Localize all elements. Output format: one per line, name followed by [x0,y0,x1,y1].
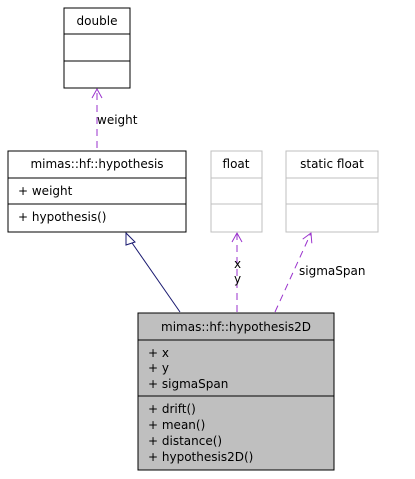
inheritance-arrowhead [125,231,136,246]
usage-label-y: y [234,272,241,286]
class-double[interactable]: double [63,7,131,89]
class-hypothesis2d[interactable]: mimas::hf::hypothesis2D + x + y + sigmaS… [137,312,335,471]
usage-label-weight: weight [97,113,138,127]
class-hypothesis-method: + hypothesis() [18,210,106,224]
class-static-float-title: static float [300,157,364,171]
class-static-float[interactable]: static float [285,150,379,233]
class-hypothesis2d-method: + drift() [148,402,196,416]
inheritance-edge [129,239,181,313]
usage-label-x: x [234,257,241,271]
class-hypothesis-box [7,150,187,233]
class-hypothesis2d-method: + distance() [148,434,222,448]
class-static-float-box [285,150,379,233]
class-hypothesis2d-attribute: + sigmaSpan [148,377,228,391]
class-hypothesis-attribute: + weight [18,184,73,198]
class-hypothesis2d-title: mimas::hf::hypothesis2D [161,320,311,334]
class-float[interactable]: float [210,150,263,233]
usage-label-sigmaspan: sigmaSpan [299,264,365,278]
class-hypothesis2d-attribute: + x [148,346,169,360]
class-double-title: double [77,14,118,28]
class-hypothesis2d-method: + mean() [148,418,205,432]
class-double-box [63,7,131,89]
class-hypothesis[interactable]: mimas::hf::hypothesis + weight + hypothe… [7,150,187,233]
class-hypothesis2d-method: + hypothesis2D() [148,450,253,464]
class-float-title: float [223,157,250,171]
class-hypothesis2d-attribute: + y [148,361,169,375]
class-hypothesis2d-box [137,312,335,471]
class-hypothesis-title: mimas::hf::hypothesis [30,157,163,171]
class-float-box [210,150,263,233]
usage-edge-sigmaspan [274,232,313,313]
